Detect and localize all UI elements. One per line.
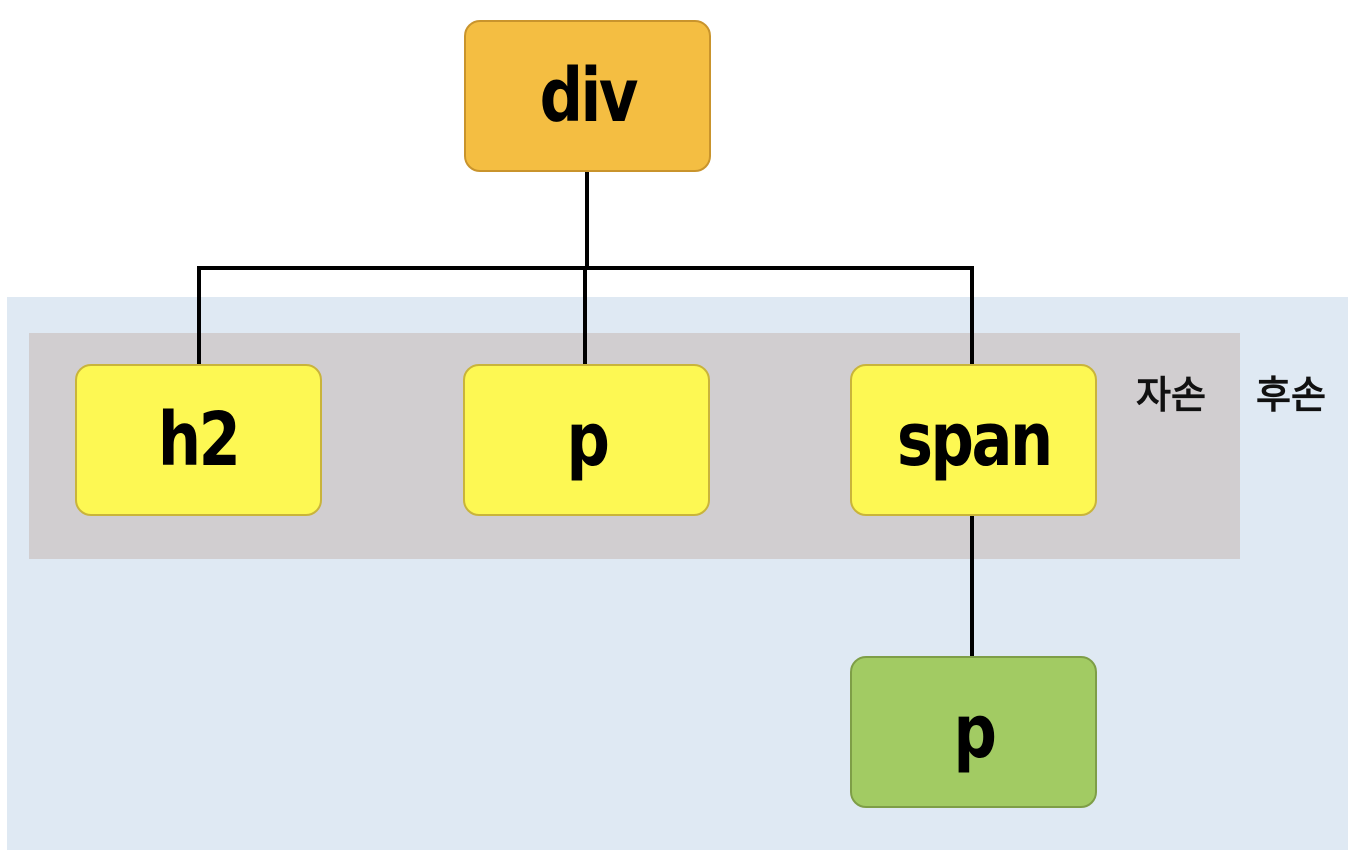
node-p-grandchild-label: p xyxy=(952,689,996,775)
descendants-region-label: 후손 xyxy=(1256,373,1326,417)
children-region-label: 자손 xyxy=(1136,373,1206,417)
node-p-grandchild: p xyxy=(850,656,1097,808)
node-div: div xyxy=(464,20,711,172)
node-p-child: p xyxy=(463,364,710,516)
node-p-child-label: p xyxy=(565,397,609,483)
node-h2-label: h2 xyxy=(158,397,241,483)
node-span: span xyxy=(850,364,1097,516)
node-div-label: div xyxy=(539,53,638,139)
node-span-label: span xyxy=(896,397,1053,483)
node-h2: h2 xyxy=(75,364,322,516)
